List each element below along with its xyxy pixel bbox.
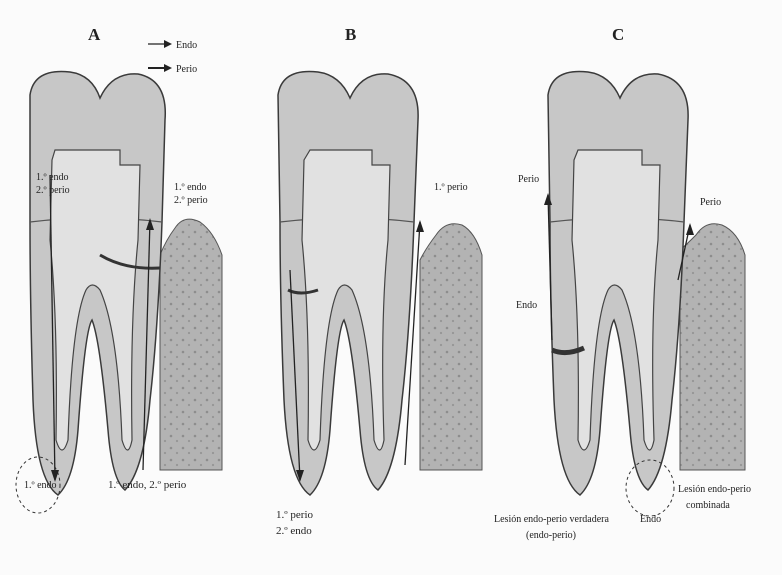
legend-perio-arrowhead bbox=[164, 64, 172, 72]
label-a-bottom: 1.º endo, 2.º perio bbox=[108, 479, 187, 491]
label-a-right-2: 2.º perio bbox=[174, 195, 208, 206]
label-c-left-endo: Endo bbox=[516, 300, 537, 311]
panel-b bbox=[278, 71, 482, 495]
arrowhead-b-right bbox=[416, 220, 424, 232]
label-a-left-2: 2.º perio bbox=[36, 185, 70, 196]
label-c-bottom-left-1: Lesión endo-perio verdadera bbox=[494, 514, 610, 525]
legend-endo-label: Endo bbox=[176, 40, 197, 51]
label-b-bottom-1: 1.º perio bbox=[276, 509, 314, 521]
alveolar-bone-a bbox=[160, 219, 222, 470]
label-c-bottom-right-2: combinada bbox=[686, 500, 730, 511]
alveolar-bone-c bbox=[680, 224, 745, 470]
label-b-bottom-2: 2.º endo bbox=[276, 525, 312, 537]
label-a-right-1: 1.º endo bbox=[174, 182, 207, 193]
panel-letter-c: C bbox=[612, 25, 624, 44]
panel-a bbox=[16, 71, 222, 513]
alveolar-bone-b bbox=[420, 224, 482, 470]
label-c-right-perio: Perio bbox=[700, 197, 721, 208]
panel-c bbox=[544, 71, 745, 516]
arrowhead-c-right bbox=[686, 223, 694, 235]
label-c-bottom-mid: Endo bbox=[640, 514, 661, 525]
panel-letter-b: B bbox=[345, 25, 356, 44]
label-c-left-perio: Perio bbox=[518, 174, 539, 185]
label-c-bottom-left-2: (endo-perio) bbox=[526, 530, 576, 541]
legend-endo-arrowhead bbox=[164, 40, 172, 48]
label-c-bottom-right-1: Lesión endo-perio bbox=[678, 484, 751, 495]
panel-letter-a: A bbox=[88, 25, 101, 44]
label-a-circle: 1.º endo bbox=[24, 480, 57, 491]
label-a-left-1: 1.º endo bbox=[36, 172, 69, 183]
label-b-right: 1.º perio bbox=[434, 182, 468, 193]
legend-perio-label: Perio bbox=[176, 64, 197, 75]
legend: Endo Perio bbox=[148, 40, 197, 75]
